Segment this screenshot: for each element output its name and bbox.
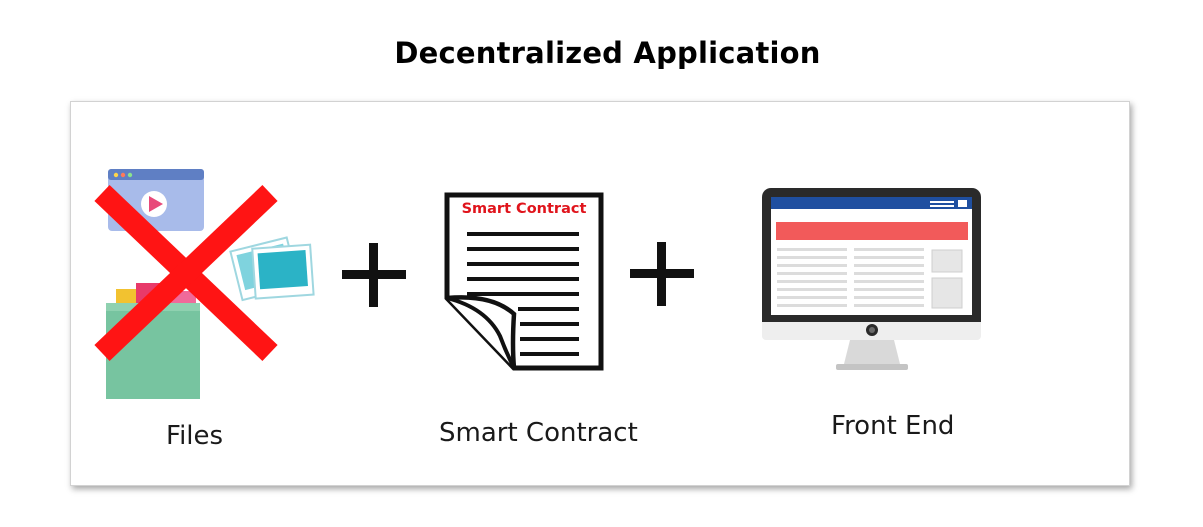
front-end-caption: Front End	[831, 411, 955, 441]
red-x-icon	[94, 185, 278, 361]
plus-icon	[630, 242, 694, 306]
files-crossed-out-icon	[94, 169, 315, 399]
smart-contract-document-icon: Smart Contract	[444, 192, 604, 371]
page-title: Decentralized Application	[394, 36, 821, 70]
photos-icon	[229, 236, 315, 302]
plus-icon	[342, 243, 406, 307]
files-caption: Files	[166, 421, 224, 451]
document-text-lines	[467, 232, 579, 356]
smart-contract-caption: Smart Contract	[439, 418, 638, 448]
document-label: Smart Contract	[462, 201, 587, 217]
desktop-monitor-icon	[762, 188, 981, 370]
